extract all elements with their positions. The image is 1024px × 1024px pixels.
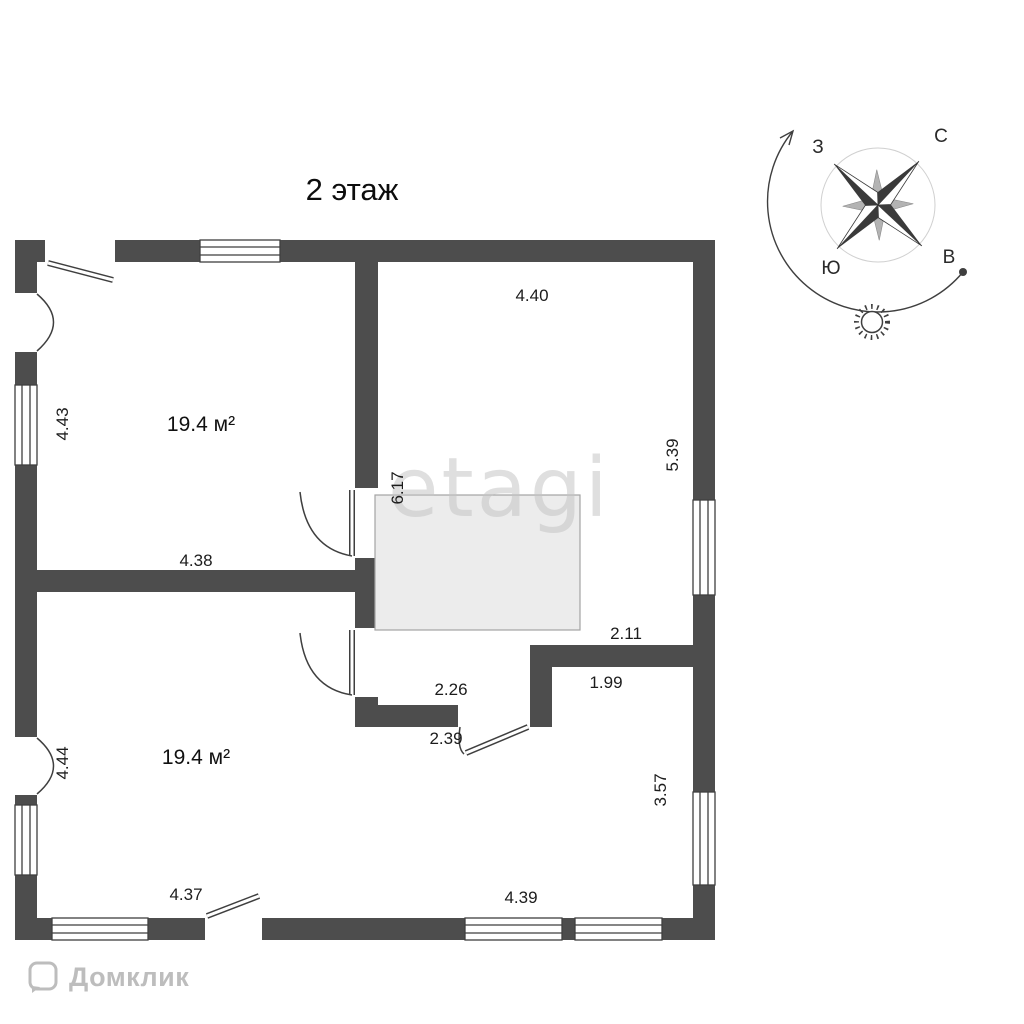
compass-arc [766,130,964,313]
dimension-label: 5.39 [663,438,682,472]
dimension-label: 3.57 [651,773,670,807]
compass-north-label: С [934,126,948,147]
floor-title: 2 этаж [305,172,399,207]
wall-inner-horizontal-left [15,570,378,592]
wall-inner-horizontal-right [530,645,715,667]
window-bottom-left [51,917,149,941]
compass-arc-dot [959,268,967,276]
stairs-area [374,494,581,631]
doors [36,260,530,919]
window-right-lower [692,791,716,886]
sun-icon [854,304,890,340]
domclick-label: Домклик [69,961,190,992]
dimension-label: 4.43 [53,407,72,441]
dimension-label: 2.39 [429,729,463,748]
compass-west-label: З [812,137,824,158]
compass-arc-arrowhead [779,129,795,146]
domclick-logo-icon [28,961,58,993]
compass-south-label: Ю [821,258,841,279]
door-gap-bottom [205,918,262,940]
compass-east-label: В [942,247,956,268]
door-leaf-top-left [47,260,114,283]
walls [15,240,715,940]
window-top [199,239,281,263]
door-gap-inner-lower [355,628,378,697]
etagi-watermark: etagi [388,441,611,536]
window-left-lower [14,804,38,876]
dimension-label: 4.40 [515,286,549,305]
door-gap-inner-upper [355,488,378,558]
window-right-upper [692,499,716,596]
dimension-label: 2.11 [610,624,642,643]
windows [14,239,716,941]
dimension-label: 4.39 [504,888,538,907]
compass-rose [766,129,967,340]
door-arc-left-lower [36,737,55,795]
door-leaf-bottom [205,893,261,919]
door-openings [15,240,530,940]
compass-circle [820,147,936,263]
dimension-label: 1.99 [589,673,623,692]
dimension-label: 6.17 [388,471,407,505]
window-bottom-mid [464,917,563,941]
dimension-label: 4.37 [169,885,203,904]
wall-outer-top [15,240,715,262]
room-area-label: 19.4 м² [161,746,231,769]
door-inner-lower [299,630,355,696]
door-inner-upper [299,490,355,557]
window-left-upper [14,384,38,466]
dimension-label: 4.44 [53,746,72,780]
door-gap-hall [458,705,530,727]
door-hall [458,724,530,756]
door-gap-left-lower [15,737,37,795]
room-area-label: 19.4 м² [166,413,236,436]
door-gap-left-upper [15,293,37,352]
door-arc-left-upper [36,293,55,352]
window-bottom-right [574,917,663,941]
dimension-label: 4.38 [179,551,213,570]
compass-star [833,160,923,250]
dimension-label: 2.26 [434,680,468,699]
door-gap-top-left [45,240,115,262]
domclick-watermark: Домклик [26,960,189,994]
